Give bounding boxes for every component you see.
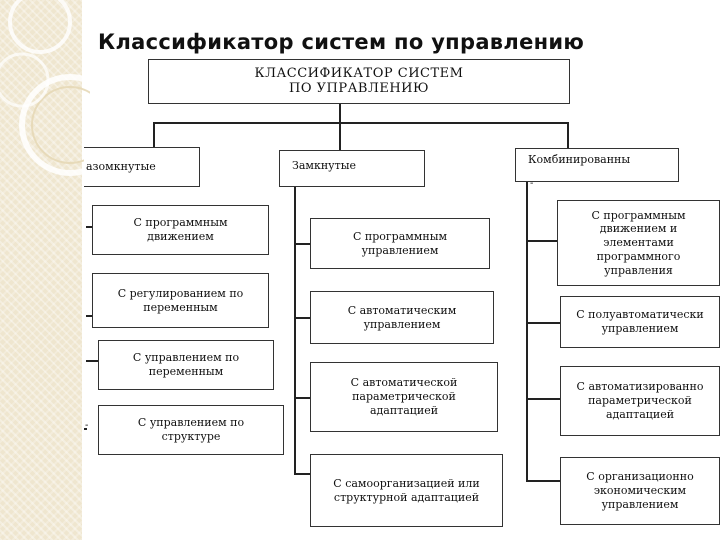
decorative-circles (0, 0, 90, 176)
closed-item-1-part1: С программным управлением (352, 229, 448, 257)
combined-item-4: С организационно экономическим управлени… (560, 457, 720, 525)
category-combined-label-tail: - (530, 178, 534, 189)
open-item-4: С управлением по структуре (98, 405, 284, 455)
combined-item-3: С автоматизированно параметрической адап… (560, 366, 720, 436)
root-classifier-box: КЛАССИФИКАТОР СИСТЕМ ПО УПРАВЛЕНИЮ (148, 59, 570, 104)
combined-item-1: С программным движением и элементами про… (557, 200, 720, 286)
category-open-label: азомкнутые (86, 160, 156, 174)
category-combined-box: Комбинированны (515, 148, 679, 182)
closed-item-2: С автоматическим управлением (310, 291, 494, 344)
root-title-line2: ПО УПРАВЛЕНИЮ (288, 80, 430, 96)
combined-item-2: С полуавтоматически управлением (560, 296, 720, 348)
category-closed-box: Замкнутые (279, 150, 425, 187)
open-item-3: С управлением по переменным (98, 340, 274, 390)
open-item-1: С программным движением (92, 205, 269, 255)
closed-item-1: С программным управлением (310, 218, 490, 269)
category-open-box: азомкнутые (84, 147, 200, 187)
category-combined-label: Комбинированны (528, 153, 631, 166)
closed-item-4: С самоорганизацией или структурной адапт… (310, 454, 503, 527)
category-closed-label: Замкнутые (292, 159, 356, 172)
root-title-line1: КЛАССИФИКАТОР СИСТЕМ (254, 65, 464, 81)
closed-item-3: С автоматической параметрической адаптац… (310, 362, 498, 432)
open-branch-marker: - (85, 420, 89, 431)
slide-title: Классификатор систем по управлению (98, 30, 585, 54)
open-item-2: С регулированием по переменным (92, 273, 269, 328)
